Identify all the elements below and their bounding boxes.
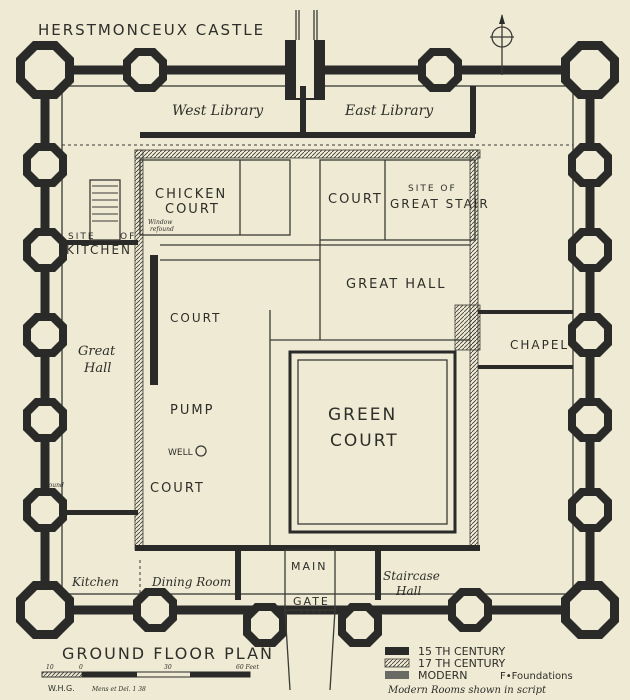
- label-green-court-2: COURT: [330, 431, 399, 451]
- svg-text:0: 0: [79, 664, 83, 671]
- label-pump: PUMP: [170, 403, 214, 418]
- label-west-library: West Library: [172, 103, 264, 119]
- label-great-hall-script: Great: [78, 344, 116, 359]
- svg-text:10: 10: [46, 664, 54, 671]
- label-court-pump: COURT: [170, 311, 221, 325]
- svg-text:30: 30: [164, 664, 172, 671]
- legend-note: Modern Rooms shown in script: [387, 685, 547, 696]
- internal-walls: [60, 86, 573, 691]
- label-well: WELL: [168, 448, 193, 458]
- legend: 15 TH CENTURY 17 TH CENTURY MODERN F•Fou…: [384, 645, 573, 696]
- label-main-gate-2: GATE: [293, 595, 330, 608]
- credit-note: Mens et Del. 1 38: [91, 686, 146, 693]
- legend-label-modern: MODERN: [418, 669, 467, 682]
- legend-swatch-modern: [385, 671, 409, 679]
- label-dining-room: Dining Room: [151, 575, 231, 589]
- label-great-hall-script-2: Hall: [83, 361, 111, 376]
- note-window: Window: [148, 219, 173, 226]
- label-court: COURT: [328, 192, 383, 207]
- label-staircase-hall-2: Hall: [395, 584, 421, 598]
- label-staircase-hall: Staircase: [383, 569, 440, 583]
- label-main-gate: MAIN: [291, 560, 328, 573]
- label-chapel: CHAPEL: [510, 338, 569, 352]
- label-court-lower: COURT: [150, 481, 205, 496]
- label-green-court: GREEN: [328, 405, 397, 425]
- label-great-hall: GREAT HALL: [346, 277, 446, 292]
- label-kitchen: Kitchen: [71, 575, 119, 589]
- note-refound: refound: [150, 226, 174, 233]
- label-site-of: SITE OF: [408, 184, 457, 194]
- label-chicken-court-2: COURT: [165, 202, 220, 217]
- plan-title: GROUND FLOOR PLAN: [62, 644, 274, 663]
- legend-label-17th: 17 TH CENTURY: [418, 657, 506, 670]
- legend-swatch-15th: [385, 647, 409, 655]
- legend-label-15th: 15 TH CENTURY: [418, 645, 506, 658]
- label-great-stair: GREAT STAIR: [390, 197, 490, 211]
- scale-bar: 10 0 30 60 Feet: [41, 664, 259, 678]
- legend-swatch-17th: [384, 658, 410, 668]
- label-kitchen-site-name: KITCHEN: [66, 243, 132, 257]
- legend-foundations: F•Foundations: [500, 671, 573, 682]
- label-kitchen-site: SITE: [68, 232, 96, 242]
- map-title: HERSTMONCEUX CASTLE: [38, 21, 265, 39]
- credit: W.H.G.: [48, 684, 75, 693]
- label-kitchen-of: OF: [120, 232, 136, 242]
- label-chicken-court: CHICKEN: [155, 187, 227, 202]
- label-east-library: East Library: [344, 103, 434, 119]
- svg-text:60 Feet: 60 Feet: [236, 664, 259, 671]
- note-refound-west: refound: [40, 482, 64, 489]
- north-arrow-icon: [490, 14, 514, 75]
